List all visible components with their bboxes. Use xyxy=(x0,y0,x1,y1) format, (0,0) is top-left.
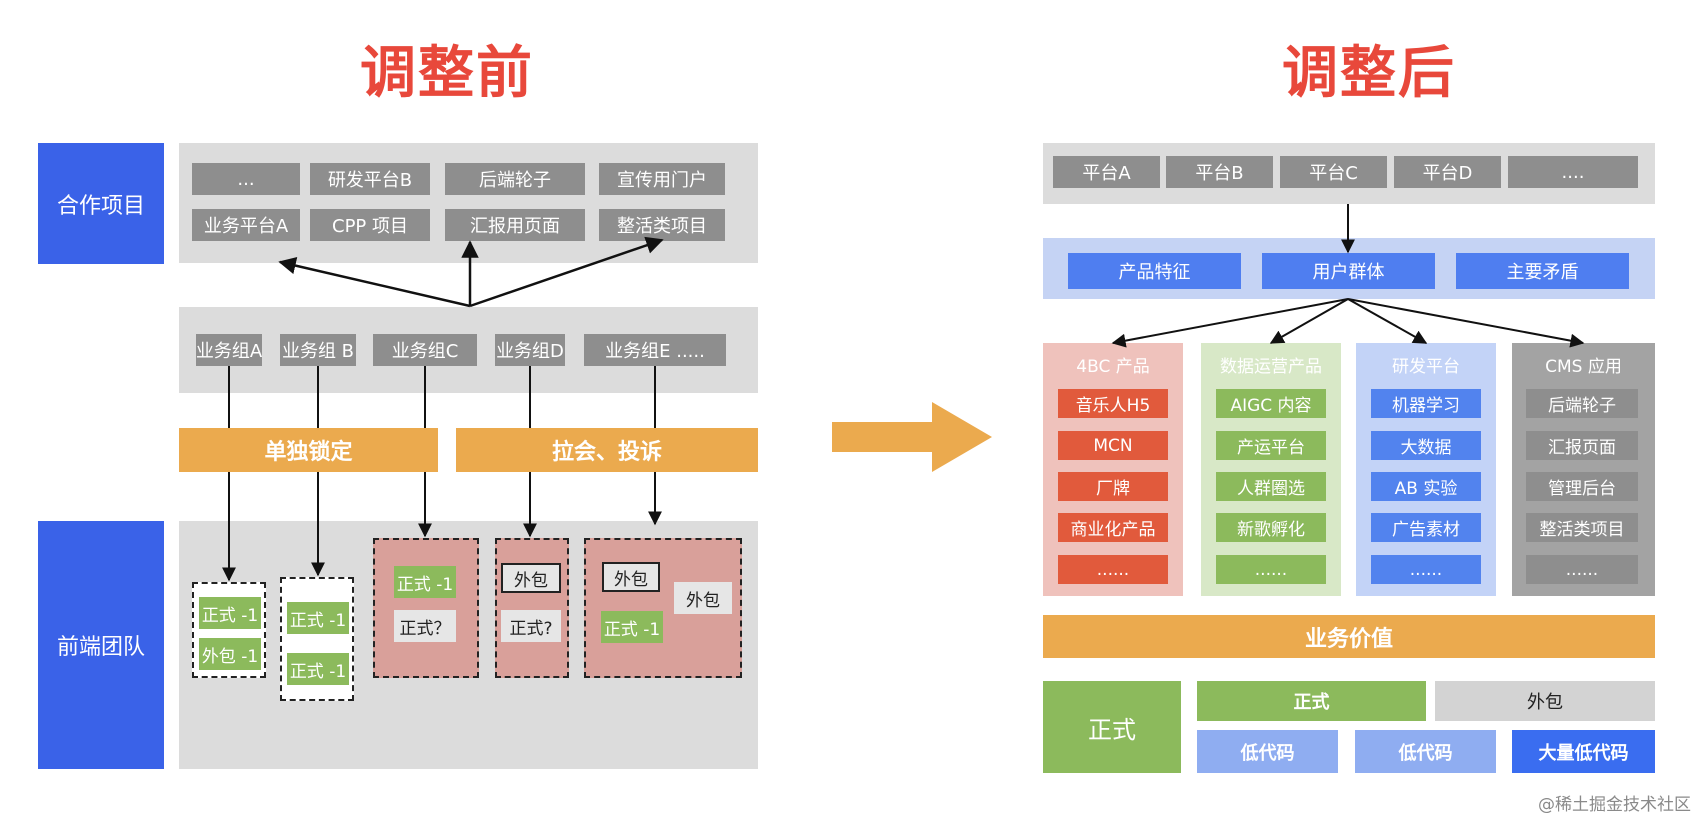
project-ellipsis: ... xyxy=(192,163,300,195)
column-cms-item: 整活类项目 xyxy=(1526,513,1638,542)
column-data-ops-item: 产运平台 xyxy=(1216,431,1326,460)
project-fun-projects: 整活类项目 xyxy=(599,209,725,241)
arrow-to-cms xyxy=(1347,298,1585,348)
column-4bc-title: 4BC 产品 xyxy=(1076,356,1150,377)
column-data-ops-item: AIGC 内容 xyxy=(1216,389,1326,418)
lock-bar: 单独锁定 xyxy=(179,428,438,472)
group-b: 业务组 B xyxy=(280,334,356,366)
platform-b: 平台B xyxy=(1166,156,1273,188)
lowcode-2: 低代码 xyxy=(1355,730,1496,773)
team-c-formal: 正式 -1 xyxy=(394,566,456,598)
complain-bar: 拉会、投诉 xyxy=(456,428,758,472)
column-4bc-panel xyxy=(1043,343,1183,596)
team-e-outsource-2: 外包 xyxy=(674,582,732,614)
partner-projects-label: 合作项目 xyxy=(38,143,164,264)
column-rd-title: 研发平台 xyxy=(1392,356,1460,377)
column-4bc-item: 音乐人H5 xyxy=(1058,389,1168,418)
column-data-ops-title: 数据运营产品 xyxy=(1220,356,1322,377)
formal-big-block: 正式 xyxy=(1043,681,1181,773)
column-4bc-item: ...... xyxy=(1058,555,1168,584)
column-4bc-item: MCN xyxy=(1058,431,1168,460)
column-cms-item: 后端轮子 xyxy=(1526,389,1638,418)
column-rd-item: 大数据 xyxy=(1371,431,1481,460)
team-d-outsource: 外包 xyxy=(501,563,561,593)
platform-a: 平台A xyxy=(1053,156,1160,188)
team-c-formal-question: 正式？ xyxy=(394,610,456,642)
project-backend-wheels: 后端轮子 xyxy=(445,163,585,195)
transition-arrow-icon xyxy=(832,402,992,472)
platform-more: .... xyxy=(1508,156,1638,188)
before-title: 调整前 xyxy=(360,41,534,106)
arrow-to-rd xyxy=(1347,298,1428,344)
column-rd-panel xyxy=(1356,343,1496,596)
platform-c: 平台C xyxy=(1280,156,1387,188)
column-data-ops-panel xyxy=(1201,343,1341,596)
column-4bc-item: 厂牌 xyxy=(1058,472,1168,501)
group-c: 业务组C xyxy=(373,334,477,366)
column-cms-title: CMS 应用 xyxy=(1545,356,1622,377)
column-cms-item: 管理后台 xyxy=(1526,472,1638,501)
group-d: 业务组D xyxy=(495,334,565,366)
business-value-bar: 业务价值 xyxy=(1043,615,1655,658)
column-rd-item: 机器学习 xyxy=(1371,389,1481,418)
partner-projects-panel xyxy=(179,143,758,263)
after-title: 调整后 xyxy=(1282,41,1456,106)
lowcode-mass: 大量低代码 xyxy=(1512,730,1655,773)
frontend-team-label: 前端团队 xyxy=(38,521,164,769)
project-business-platform-a: 业务平台A xyxy=(192,209,300,241)
team-a-outsource: 外包 -1 xyxy=(199,638,261,670)
team-c-box xyxy=(373,538,479,678)
project-rd-platform-b: 研发平台B xyxy=(310,163,430,195)
project-promo-portal: 宣传用门户 xyxy=(599,163,725,195)
feature-product: 产品特征 xyxy=(1068,253,1241,289)
project-report-pages: 汇报用页面 xyxy=(445,209,585,241)
arrow-to-data-ops xyxy=(1269,298,1349,344)
team-d-box xyxy=(495,538,569,678)
outsource-bar: 外包 xyxy=(1435,681,1655,721)
column-data-ops-item: ...... xyxy=(1216,555,1326,584)
column-cms-panel xyxy=(1512,343,1655,596)
feature-users: 用户群体 xyxy=(1262,253,1435,289)
team-a-formal: 正式 -1 xyxy=(199,597,261,629)
arrow-to-4bc xyxy=(1111,298,1349,348)
team-e-formal: 正式 -1 xyxy=(601,611,663,643)
team-e-outsource-1: 外包 xyxy=(602,562,660,592)
column-data-ops-item: 新歌孵化 xyxy=(1216,513,1326,542)
column-cms-item: 汇报页面 xyxy=(1526,431,1638,460)
team-b-formal-2: 正式 -1 xyxy=(287,653,349,685)
lowcode-1: 低代码 xyxy=(1197,730,1338,773)
group-a: 业务组A xyxy=(196,334,262,366)
column-cms-item: ...... xyxy=(1526,555,1638,584)
watermark: @稀土掘金技术社区 xyxy=(1538,795,1691,815)
column-data-ops-item: 人群圈选 xyxy=(1216,472,1326,501)
platform-d: 平台D xyxy=(1394,156,1501,188)
column-rd-item: 广告素材 xyxy=(1371,513,1481,542)
column-4bc-item: 商业化产品 xyxy=(1058,513,1168,542)
column-rd-item: AB 实验 xyxy=(1371,472,1481,501)
group-e: 业务组E ..... xyxy=(584,334,726,366)
formal-bar: 正式 xyxy=(1197,681,1426,721)
column-rd-item: ...... xyxy=(1371,555,1481,584)
feature-conflict: 主要矛盾 xyxy=(1456,253,1629,289)
team-e-box xyxy=(584,538,742,678)
team-b-formal-1: 正式 -1 xyxy=(287,602,349,634)
project-cpp: CPP 项目 xyxy=(310,209,430,241)
team-d-formal-question: 正式? xyxy=(501,610,561,642)
arrow-to-business-platform xyxy=(278,257,471,308)
